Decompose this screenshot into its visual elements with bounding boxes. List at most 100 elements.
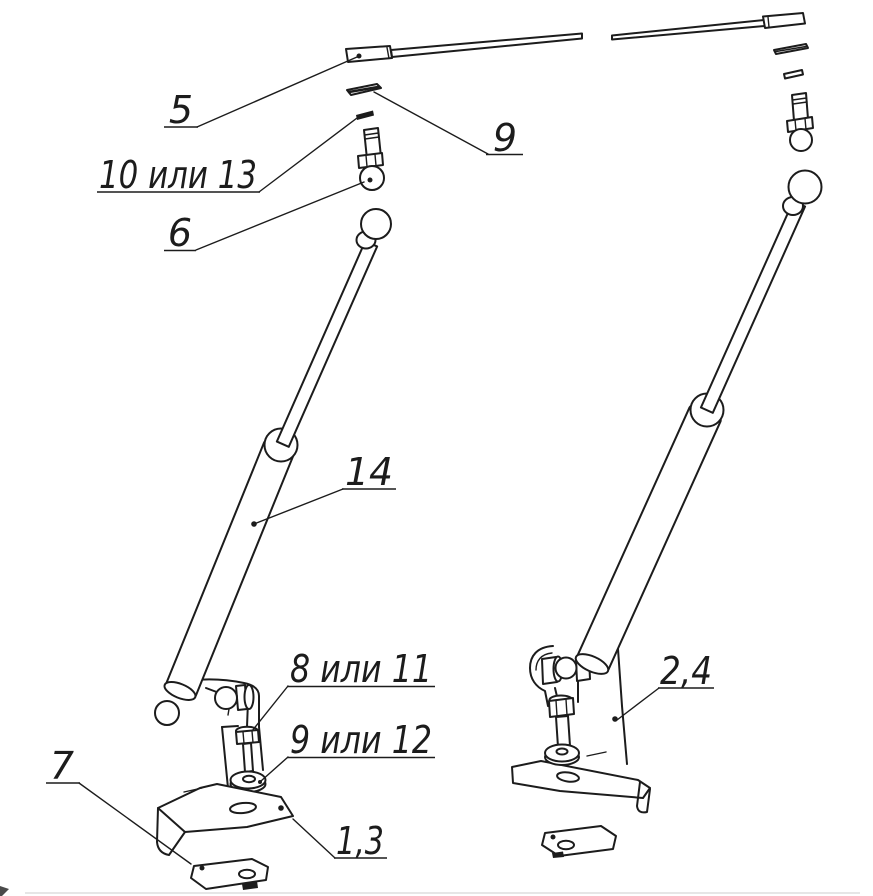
bolt-facet: [242, 731, 245, 745]
rod-flat-end: [345, 45, 393, 63]
rod-flat-end: [762, 12, 806, 29]
upright-top-edge: [221, 725, 239, 728]
leader-anchor-dot: [251, 521, 257, 527]
washer-hole: [242, 774, 256, 784]
rod-ball-socket-end: [787, 169, 823, 205]
stud-spacer-rim: [243, 684, 255, 710]
upright-left-edge: [221, 726, 229, 789]
hex-facet: [365, 154, 368, 168]
stud-ball: [359, 165, 385, 191]
thread-line: [363, 132, 380, 136]
bracket-ball-stud: [554, 656, 578, 680]
rod-end-joint-line: [386, 46, 390, 60]
flat-washer-right: [773, 43, 809, 55]
piston-rod: [275, 240, 379, 448]
label-text: 10 или 13: [99, 153, 257, 197]
label-text: 1,3: [336, 819, 384, 863]
callout-part-2-4: 2,4: [616, 649, 714, 721]
ball-center-mark: [367, 177, 373, 183]
label-text: 5: [169, 88, 193, 132]
leader-line: [616, 687, 660, 721]
leader-line: [260, 756, 289, 782]
thread-line: [792, 101, 808, 105]
leader-line: [251, 685, 289, 732]
stud-ball: [789, 128, 813, 152]
callout-part-9-top: 9: [373, 91, 523, 160]
strip-tab: [552, 851, 564, 858]
callout-part-7: 7: [46, 744, 192, 865]
arm-outline: [185, 678, 260, 728]
base-plate-flange: [156, 807, 186, 856]
clevis-inner-line: [535, 652, 553, 671]
bracket-right: [529, 645, 618, 766]
bracket-right-plate: [511, 647, 651, 814]
base-plate-flange: [636, 781, 651, 814]
washer-hole: [555, 747, 569, 756]
strip-hole-small: [199, 865, 205, 871]
label-text: 8 или 11: [290, 647, 432, 691]
strip-tab: [242, 881, 258, 890]
callout-part-10-or-13: 10 или 13: [97, 114, 362, 197]
strip-plate-right: [541, 825, 617, 858]
callout-part-8-or-11: 8 или 11: [251, 647, 435, 732]
gas-strut-left: [154, 208, 392, 726]
base-plate-slot: [556, 771, 580, 783]
washer-edge: [347, 85, 380, 94]
hex-facet: [804, 117, 807, 131]
rod-shaft: [390, 32, 583, 58]
scan-artifact-corner: [0, 886, 9, 896]
torsion-rod-right: [611, 12, 806, 41]
strip-hole-slot: [238, 868, 256, 880]
bolt-shaft: [555, 715, 571, 748]
label-text: 9: [493, 116, 517, 160]
leader-line: [292, 818, 336, 859]
leader-line: [373, 91, 489, 155]
hex-facet: [374, 153, 377, 167]
piston-rod: [699, 200, 807, 414]
bolt-shaft: [242, 742, 254, 773]
label-text: 6: [168, 211, 192, 255]
thread-line: [364, 136, 380, 140]
callout-part-6: 6: [164, 181, 365, 255]
hex-facet: [794, 118, 797, 132]
strip-plate-left: [190, 858, 269, 890]
strut-cylinder: [165, 439, 295, 699]
strip-hole-slot: [557, 839, 575, 851]
label-text: 9 или 12: [290, 718, 432, 762]
center-dash-mark: [183, 787, 203, 793]
hex-flange: [357, 152, 384, 169]
stud-mark: [227, 708, 230, 716]
leader-anchor-dot: [612, 716, 618, 722]
leader-line: [78, 782, 192, 865]
leader-line: [253, 488, 344, 525]
upright-right-edge: [258, 726, 264, 771]
bracket-left: [156, 684, 294, 856]
thread-line: [791, 97, 808, 101]
rod-end-hole: [356, 53, 362, 59]
base-plate-hole: [278, 805, 284, 811]
stud-shaft: [791, 92, 809, 122]
leader-line: [258, 114, 362, 193]
callout-part-9-or-12: 9 или 12: [260, 718, 435, 782]
base-plate-face: [157, 783, 294, 833]
label-text: 14: [345, 450, 393, 494]
bolt-head: [548, 697, 575, 718]
clevis-strap: [529, 645, 560, 707]
leader-line: [195, 181, 365, 251]
label-text: 2,4: [660, 649, 712, 693]
base-plate-face: [511, 760, 651, 799]
ball-stud-right: [786, 92, 814, 152]
callout-part-14: 14: [251, 450, 396, 527]
center-dash-mark: [586, 751, 607, 757]
bolt-head: [235, 729, 260, 745]
pin-left: [356, 110, 374, 120]
strut-cylinder: [576, 404, 722, 673]
bracket-ball-stud: [214, 686, 238, 710]
flat-washer-left: [346, 83, 382, 96]
strip-hole-small: [550, 834, 556, 840]
base-plate-slot: [229, 801, 257, 815]
strip-outline: [190, 858, 269, 890]
leader-line: [196, 56, 358, 128]
